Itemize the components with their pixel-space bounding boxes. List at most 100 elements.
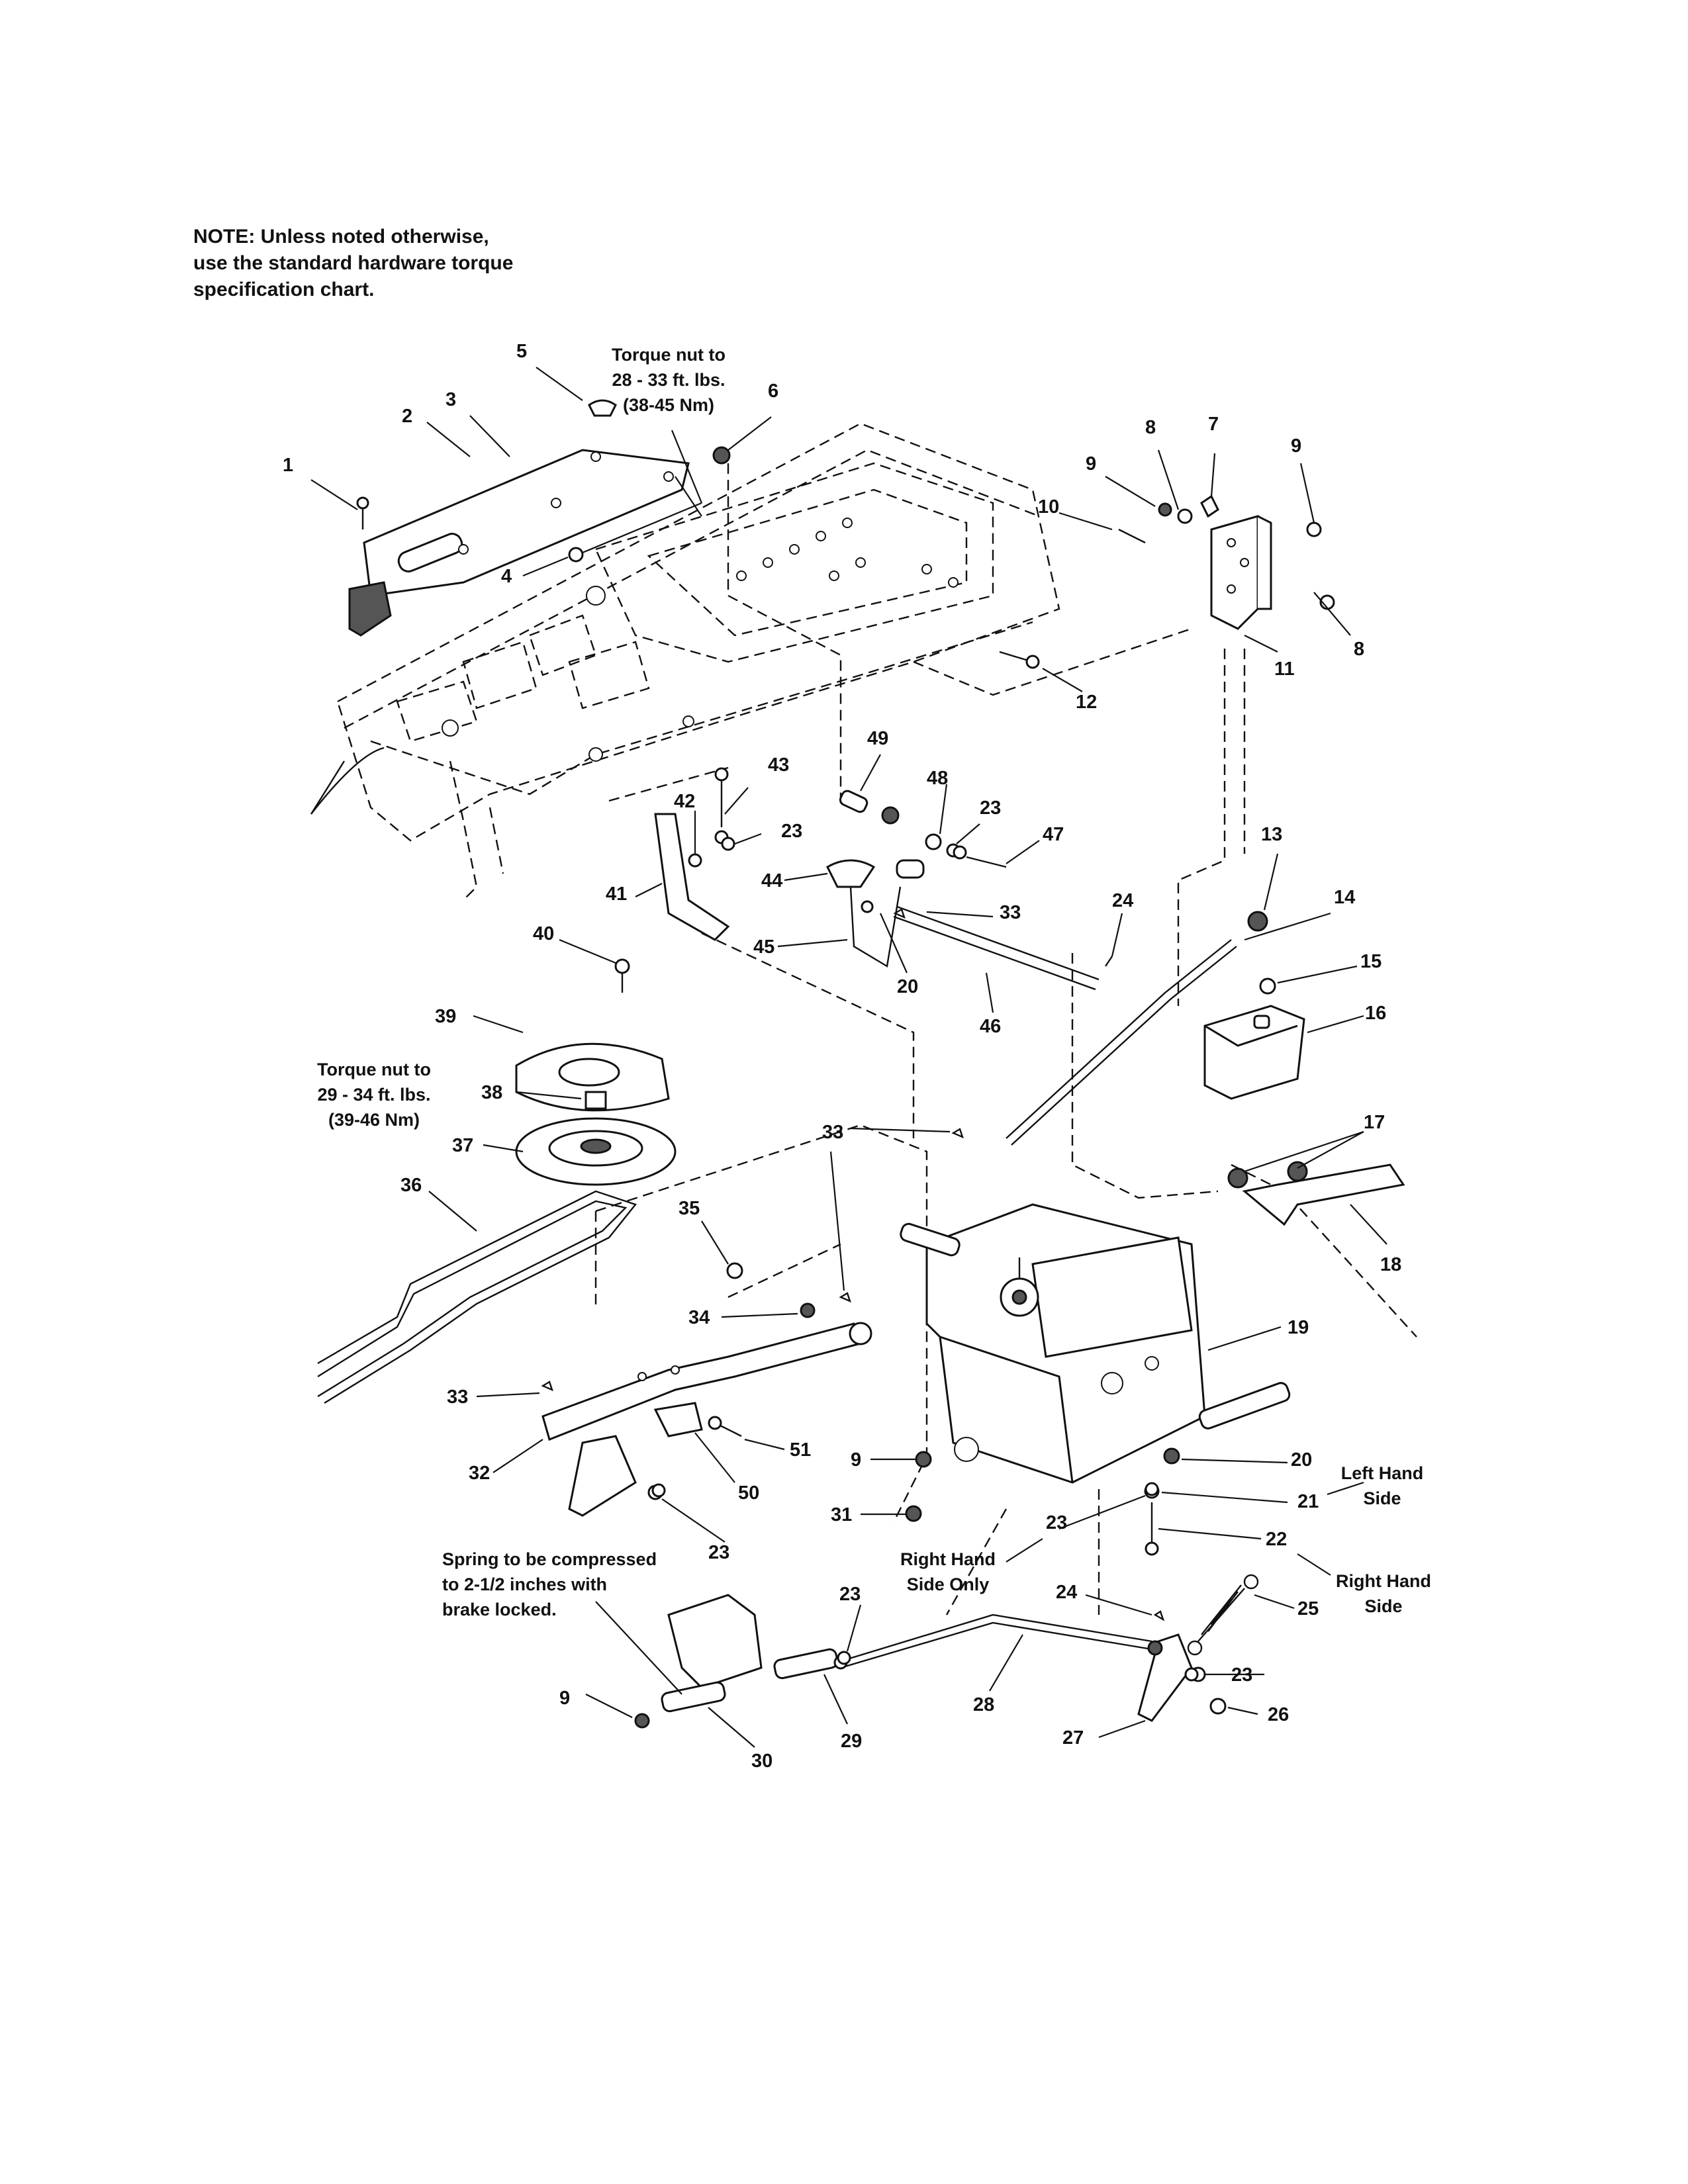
nut-9b [915, 1451, 932, 1468]
note-text: NOTE: Unless noted otherwise, use the st… [193, 224, 564, 303]
part-label: 39 [435, 1006, 456, 1027]
right-hand-line-2: Side [1364, 1596, 1402, 1616]
part-label: 23 [781, 821, 802, 842]
brake-springs [634, 1594, 848, 1729]
note-line-2: use the standard hardware torque [193, 252, 514, 274]
part-label: 5 [516, 341, 527, 362]
part-numbers: 1 2 3 4 5 6 7 8 9 10 11 8 12 9 13 14 15 … [283, 341, 1401, 1772]
plug-5 [588, 399, 617, 417]
transaxle-19 [900, 1203, 1291, 1484]
brake-rod-28 [840, 1614, 1227, 1722]
clip-33b [839, 1292, 851, 1303]
part-label: 47 [1043, 824, 1064, 845]
part-label: 46 [980, 1016, 1001, 1037]
part-label: 29 [841, 1731, 862, 1752]
linkage-parts [826, 790, 1100, 991]
part-label: 28 [973, 1694, 994, 1715]
part-label: 49 [867, 728, 888, 749]
part-label: 21 [1297, 1491, 1319, 1512]
pin-24a [1105, 956, 1113, 967]
left-hand-line-1: Left Hand [1341, 1463, 1424, 1483]
part-label: 20 [1291, 1449, 1312, 1471]
part-label: 32 [469, 1463, 490, 1484]
part-label: 20 [897, 976, 918, 997]
part-label: 25 [1297, 1598, 1319, 1619]
part-label: 31 [831, 1504, 852, 1525]
part-label: 9 [1291, 435, 1301, 457]
part-label: 7 [1208, 414, 1219, 435]
part-label: 19 [1288, 1317, 1309, 1338]
part-label: 10 [1038, 496, 1059, 518]
torque-lower-line-2: 29 - 34 ft. lbs. [317, 1085, 430, 1105]
part-label: 51 [790, 1439, 811, 1461]
left-hand-line-2: Side [1363, 1488, 1401, 1508]
part-label: 1 [283, 455, 293, 476]
part-label: 42 [674, 791, 695, 812]
part-label: 27 [1062, 1727, 1084, 1749]
bracket-41 [654, 767, 730, 941]
chassis-frame [310, 422, 1060, 901]
top-plate [348, 449, 690, 637]
part-label: 44 [761, 870, 782, 891]
part-label: 24 [1056, 1582, 1077, 1603]
belt-36 [317, 1190, 637, 1404]
part-label: 41 [606, 884, 627, 905]
right-hand-side-callout: Right Hand Side [1336, 1571, 1431, 1616]
part-label: 3 [445, 389, 456, 410]
torque-lower-line-3: (39-46 Nm) [328, 1110, 420, 1130]
torque-callout-upper: Torque nut to 28 - 33 ft. lbs. (38-45 Nm… [612, 345, 726, 415]
part-label: 8 [1354, 639, 1364, 660]
nut-35 [726, 1262, 743, 1279]
reservoir-16 [1203, 978, 1305, 1100]
part-label: 33 [447, 1387, 468, 1408]
part-label: 23 [1231, 1664, 1252, 1686]
part-label: 11 [1274, 659, 1295, 680]
washer-23b [953, 845, 967, 860]
spring-line-1: Spring to be compressed [442, 1549, 657, 1569]
part-label: 24 [1112, 890, 1133, 911]
part-label: 23 [839, 1584, 861, 1605]
bolt-12 [999, 651, 1040, 669]
leader-lines [310, 367, 1387, 1748]
part-label: 9 [559, 1688, 570, 1709]
left-hand-side-callout: Left Hand Side [1341, 1463, 1424, 1508]
washer-23d [837, 1651, 851, 1665]
torque-callout-lower: Torque nut to 29 - 34 ft. lbs. (39-46 Nm… [317, 1060, 431, 1130]
part-label: 38 [481, 1082, 502, 1103]
clip-33c [541, 1381, 553, 1392]
part-label: 8 [1145, 417, 1156, 438]
nut-31 [905, 1505, 922, 1522]
part-label: 34 [688, 1307, 710, 1328]
part-label: 22 [1266, 1529, 1287, 1550]
washer-23f [1145, 1482, 1159, 1496]
part-label: 9 [851, 1449, 861, 1471]
clip-33a [951, 1128, 964, 1139]
part-label: 9 [1086, 453, 1096, 475]
washer-23c [1184, 1667, 1199, 1682]
note-line-3: specification chart. [193, 279, 375, 300]
clip-33d [893, 908, 906, 919]
washer-23e [651, 1483, 666, 1498]
part-label: 18 [1380, 1254, 1401, 1275]
nut-6 [712, 446, 731, 465]
part-label: 23 [980, 797, 1001, 819]
part-label: 43 [768, 754, 789, 776]
part-label: 48 [927, 768, 948, 789]
spring-25 [1187, 1574, 1259, 1656]
hose-18 [1227, 1161, 1405, 1226]
part-label: 33 [1000, 902, 1021, 923]
part-label: 4 [501, 566, 512, 587]
part-label: 37 [452, 1135, 473, 1156]
spring-line-2: to 2-1/2 inches with [442, 1574, 607, 1594]
bolt-22 [1145, 1502, 1159, 1556]
note-line-1: NOTE: Unless noted otherwise, [193, 226, 489, 248]
fan-39 [515, 958, 670, 1112]
rod-14 [1006, 911, 1268, 1146]
part-label: 2 [402, 406, 412, 427]
part-label: 35 [679, 1198, 700, 1219]
spring-callout: Spring to be compressed to 2-1/2 inches … [442, 1549, 657, 1619]
torque-upper-line-1: Torque nut to [612, 345, 726, 365]
right-hand-only-callout: Right Hand Side Only [900, 1549, 996, 1594]
right-hand-only-line-1: Right Hand [900, 1549, 996, 1569]
